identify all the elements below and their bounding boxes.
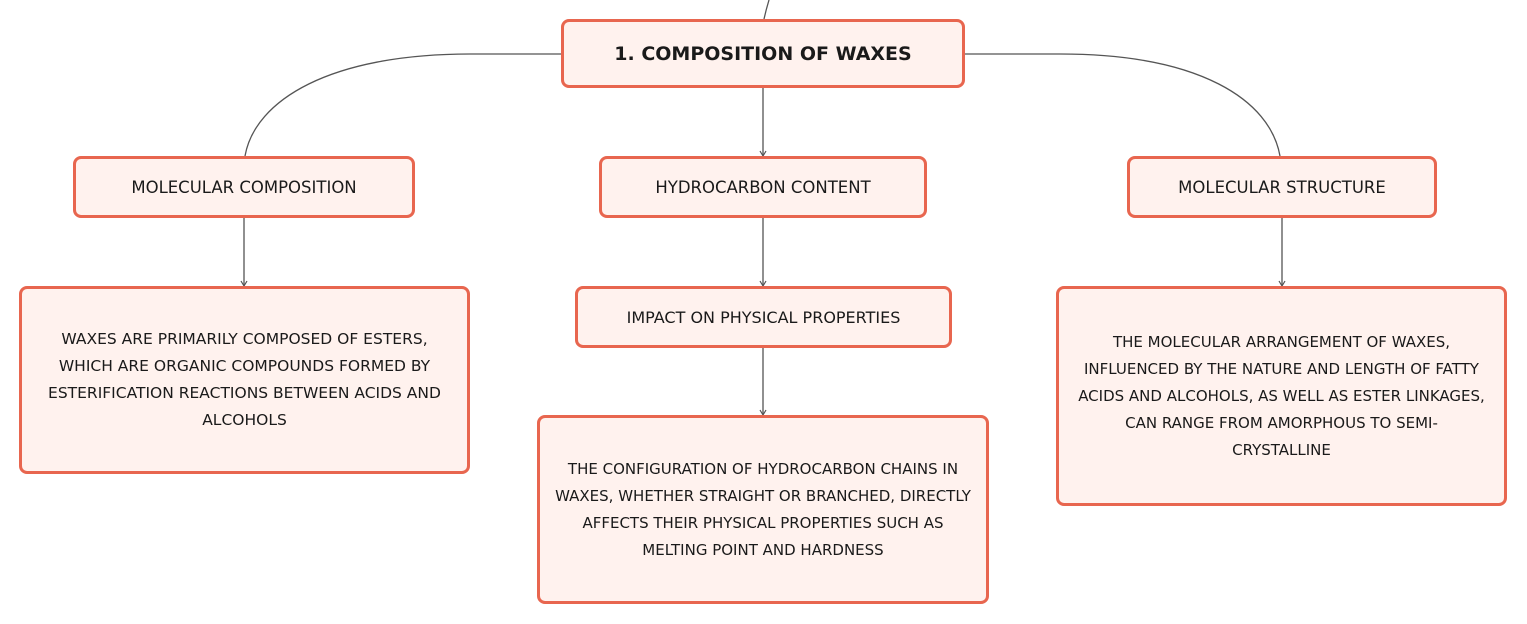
- node-hydrocarbon-detail[interactable]: The configuration of hydrocarbon chains …: [537, 415, 989, 604]
- root-node-label: 1. Composition of Waxes: [614, 42, 912, 65]
- root-node[interactable]: 1. Composition of Waxes: [561, 19, 965, 88]
- node-molecular-composition-detail-text: Waxes are primarily composed of esters, …: [48, 330, 441, 429]
- node-molecular-composition-detail[interactable]: Waxes are primarily composed of esters, …: [19, 286, 470, 474]
- node-impact-on-physical-properties-label: Impact on Physical Properties: [626, 307, 901, 327]
- node-molecular-structure-detail-text: The molecular arrangement of waxes, infl…: [1078, 332, 1485, 459]
- node-molecular-structure-label: Molecular Structure: [1178, 177, 1386, 197]
- node-hydrocarbon-detail-text: The configuration of hydrocarbon chains …: [555, 459, 971, 559]
- connector-incoming: [763, 0, 770, 20]
- node-molecular-structure[interactable]: Molecular Structure: [1127, 156, 1437, 218]
- node-molecular-composition[interactable]: Molecular Composition: [73, 156, 415, 218]
- connector-root-to-molecular-composition: [244, 53, 562, 157]
- node-impact-on-physical-properties[interactable]: Impact on Physical Properties: [575, 286, 952, 348]
- node-molecular-structure-detail[interactable]: The molecular arrangement of waxes, infl…: [1056, 286, 1507, 506]
- node-hydrocarbon-content-label: Hydrocarbon Content: [655, 177, 871, 197]
- connector-root-to-molecular-structure: [964, 53, 1281, 157]
- node-molecular-composition-label: Molecular Composition: [131, 177, 357, 197]
- node-hydrocarbon-content[interactable]: Hydrocarbon Content: [599, 156, 927, 218]
